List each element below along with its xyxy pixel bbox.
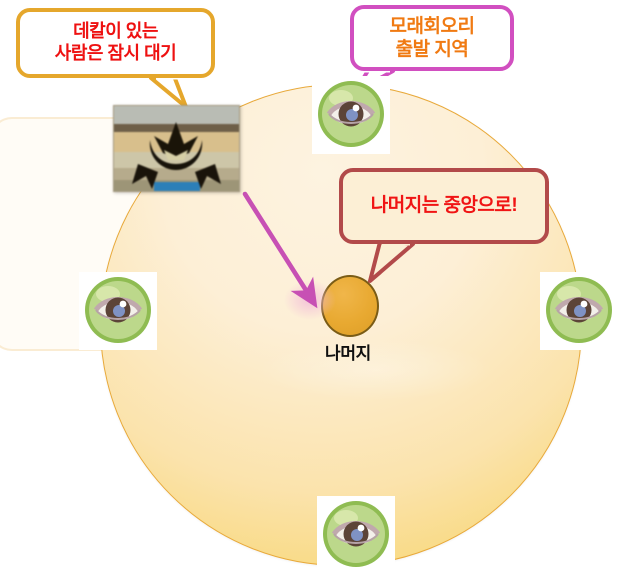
eye-marker-north [312,76,390,154]
bubble-sand-tornado-start: 모래회오리 출발 지역 [350,5,514,71]
center-marker-label: 나머지 [324,344,372,363]
bubble-decal-wait: 데칼이 있는 사람은 잠시 대기 [16,8,215,78]
bubble-sand-tornado-start-text: 모래회오리 출발 지역 [389,15,475,60]
bubble-tail-decal-wait [149,74,188,109]
eye-marker-south [317,496,395,574]
bubble-rest-to-center-text: 나머지는 중앙으로! [370,195,518,217]
center-marker-dot [321,275,379,337]
bubble-decal-wait-text: 데칼이 있는 사람은 잠시 대기 [54,21,177,63]
eye-marker-east [540,272,618,350]
eye-marker-west [79,272,157,350]
decal-screenshot-thumbnail [113,105,240,192]
bubble-rest-to-center: 나머지는 중앙으로! [339,168,549,244]
